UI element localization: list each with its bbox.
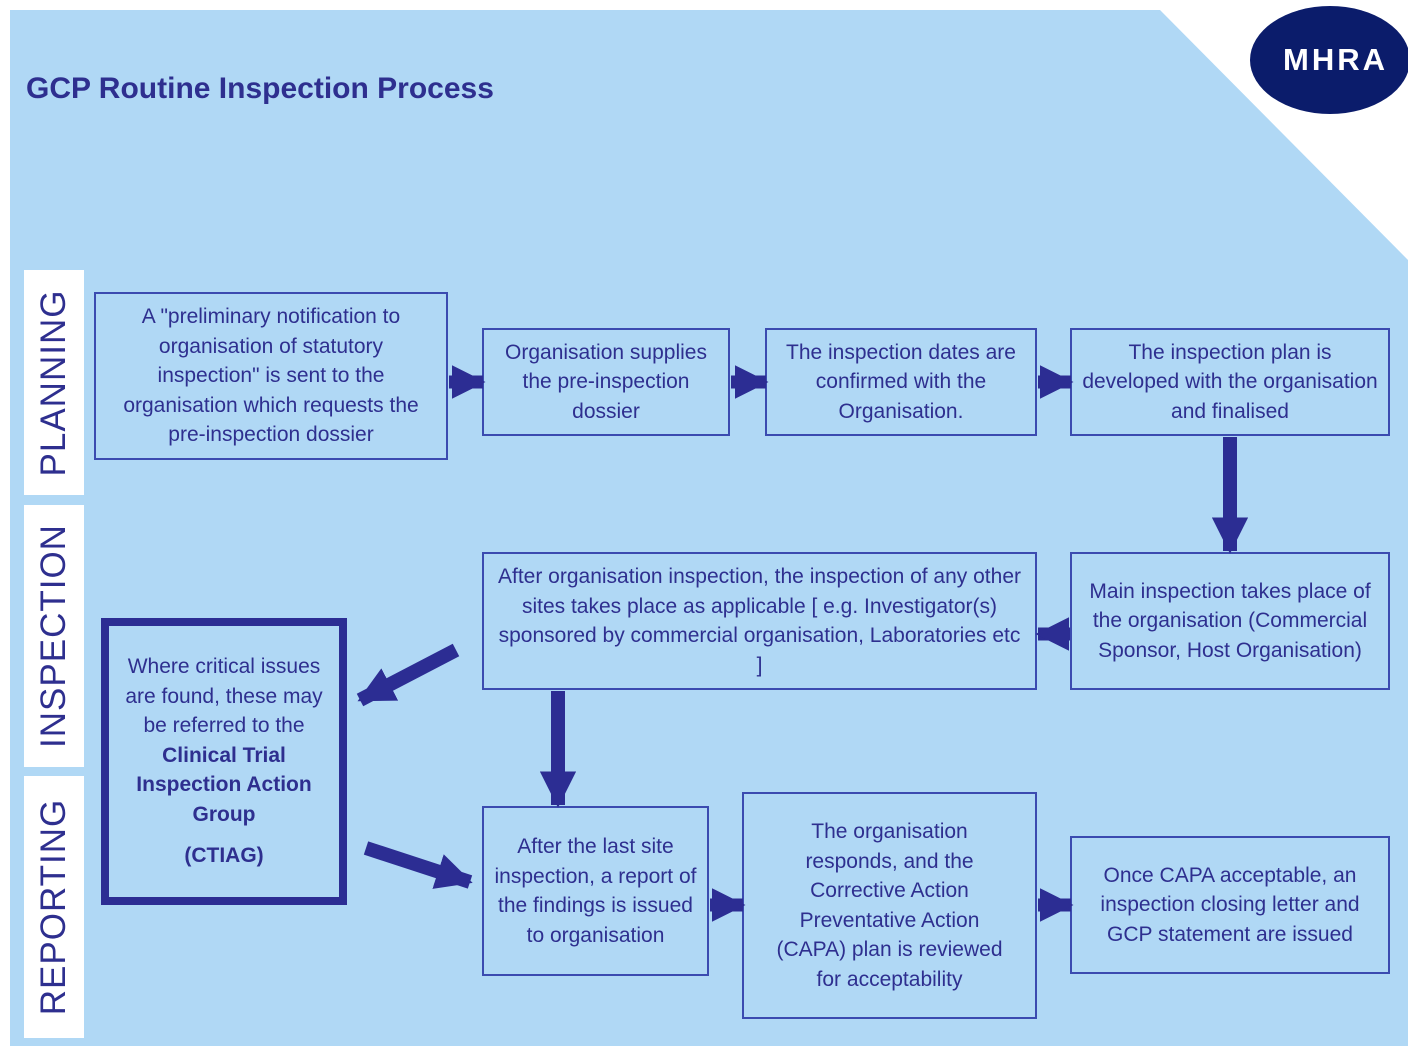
box-plan-developed: The inspection plan is developed with th… (1070, 328, 1390, 436)
phase-planning: PLANNING (24, 270, 84, 495)
box-other-sites-text: After organisation inspection, the inspe… (498, 565, 1021, 677)
mhra-logo: MHRA (1283, 42, 1388, 77)
phase-reporting: REPORTING (24, 776, 84, 1038)
critical-issues-intro: Where critical issues are found, these m… (125, 655, 323, 738)
box-supplies-dossier: Organisation supplies the pre-inspection… (482, 328, 730, 436)
blue-panel (10, 10, 1408, 1046)
box-closing-letter: Once CAPA acceptable, an inspection clos… (1070, 836, 1390, 974)
box-capa-text: The organisation responds, and the Corre… (776, 820, 1003, 991)
box-closing-letter-text: Once CAPA acceptable, an inspection clos… (1100, 863, 1360, 946)
box-plan-developed-text: The inspection plan is developed with th… (1082, 340, 1378, 423)
box-main-inspection: Main inspection takes place of the organ… (1070, 552, 1390, 690)
box-dates-confirmed: The inspection dates are confirmed with … (765, 328, 1037, 436)
box-dates-confirmed-text: The inspection dates are confirmed with … (786, 340, 1016, 423)
box-supplies-dossier-text: Organisation supplies the pre-inspection… (505, 340, 707, 423)
critical-issues-abbreviation: (CTIAG) (184, 844, 264, 868)
phase-inspection: INSPECTION (24, 505, 84, 767)
box-capa: The organisation responds, and the Corre… (742, 792, 1037, 1019)
box-report-issued-text: After the last site inspection, a report… (494, 835, 697, 947)
critical-issues-group-name: Clinical Trial Inspection Action Group (136, 743, 312, 826)
box-report-issued: After the last site inspection, a report… (482, 806, 709, 976)
box-other-sites: After organisation inspection, the inspe… (482, 552, 1037, 690)
box-preliminary-notification: A "preliminary notification to organisat… (94, 292, 448, 460)
box-preliminary-notification-text: A "preliminary notification to organisat… (123, 305, 419, 447)
mhra-logo-ellipse (1250, 6, 1408, 114)
phase-inspection-label: INSPECTION (34, 524, 73, 748)
box-main-inspection-text: Main inspection takes place of the organ… (1089, 579, 1371, 662)
box-critical-issues: Where critical issues are found, these m… (101, 618, 347, 905)
box-critical-issues-text: Where critical issues are found, these m… (115, 652, 333, 871)
phase-reporting-label: REPORTING (34, 798, 73, 1016)
phase-planning-label: PLANNING (34, 289, 73, 476)
page-title: GCP Routine Inspection Process (26, 72, 494, 105)
